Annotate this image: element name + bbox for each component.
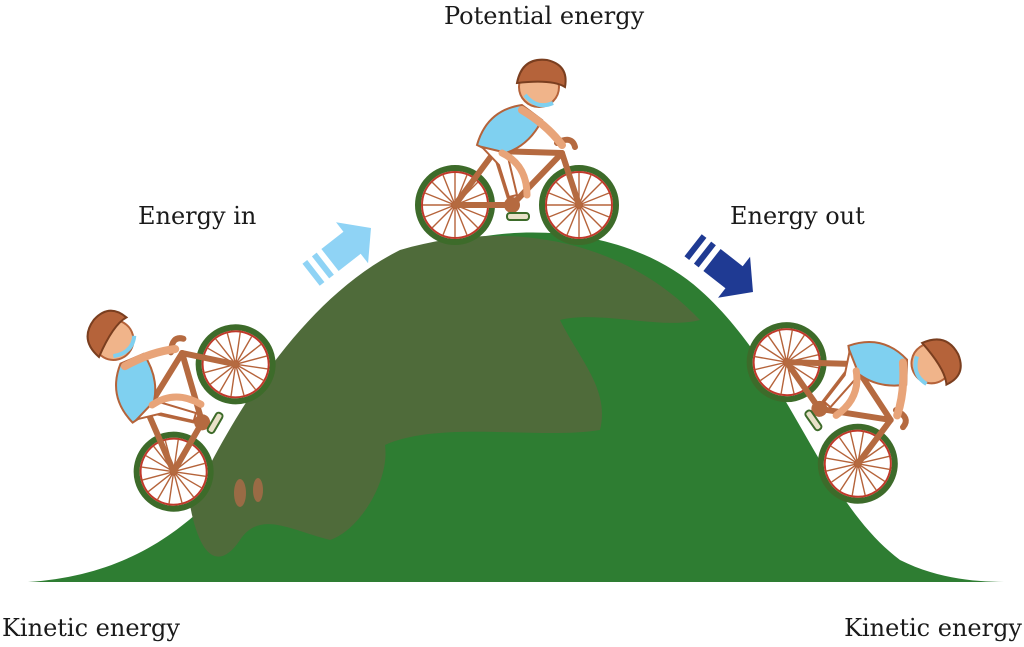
kinetic-energy-left-label: Kinetic energy <box>2 614 180 642</box>
energy-out-label: Energy out <box>730 202 865 230</box>
hill-spot <box>253 478 263 502</box>
energy-in-label: Energy in <box>138 202 257 230</box>
kinetic-energy-right-label: Kinetic energy <box>844 614 1022 642</box>
hill-shadow <box>190 235 700 557</box>
potential-energy-label: Potential energy <box>444 2 645 30</box>
cyclist-icon <box>418 60 616 242</box>
hill-spot <box>234 479 246 507</box>
